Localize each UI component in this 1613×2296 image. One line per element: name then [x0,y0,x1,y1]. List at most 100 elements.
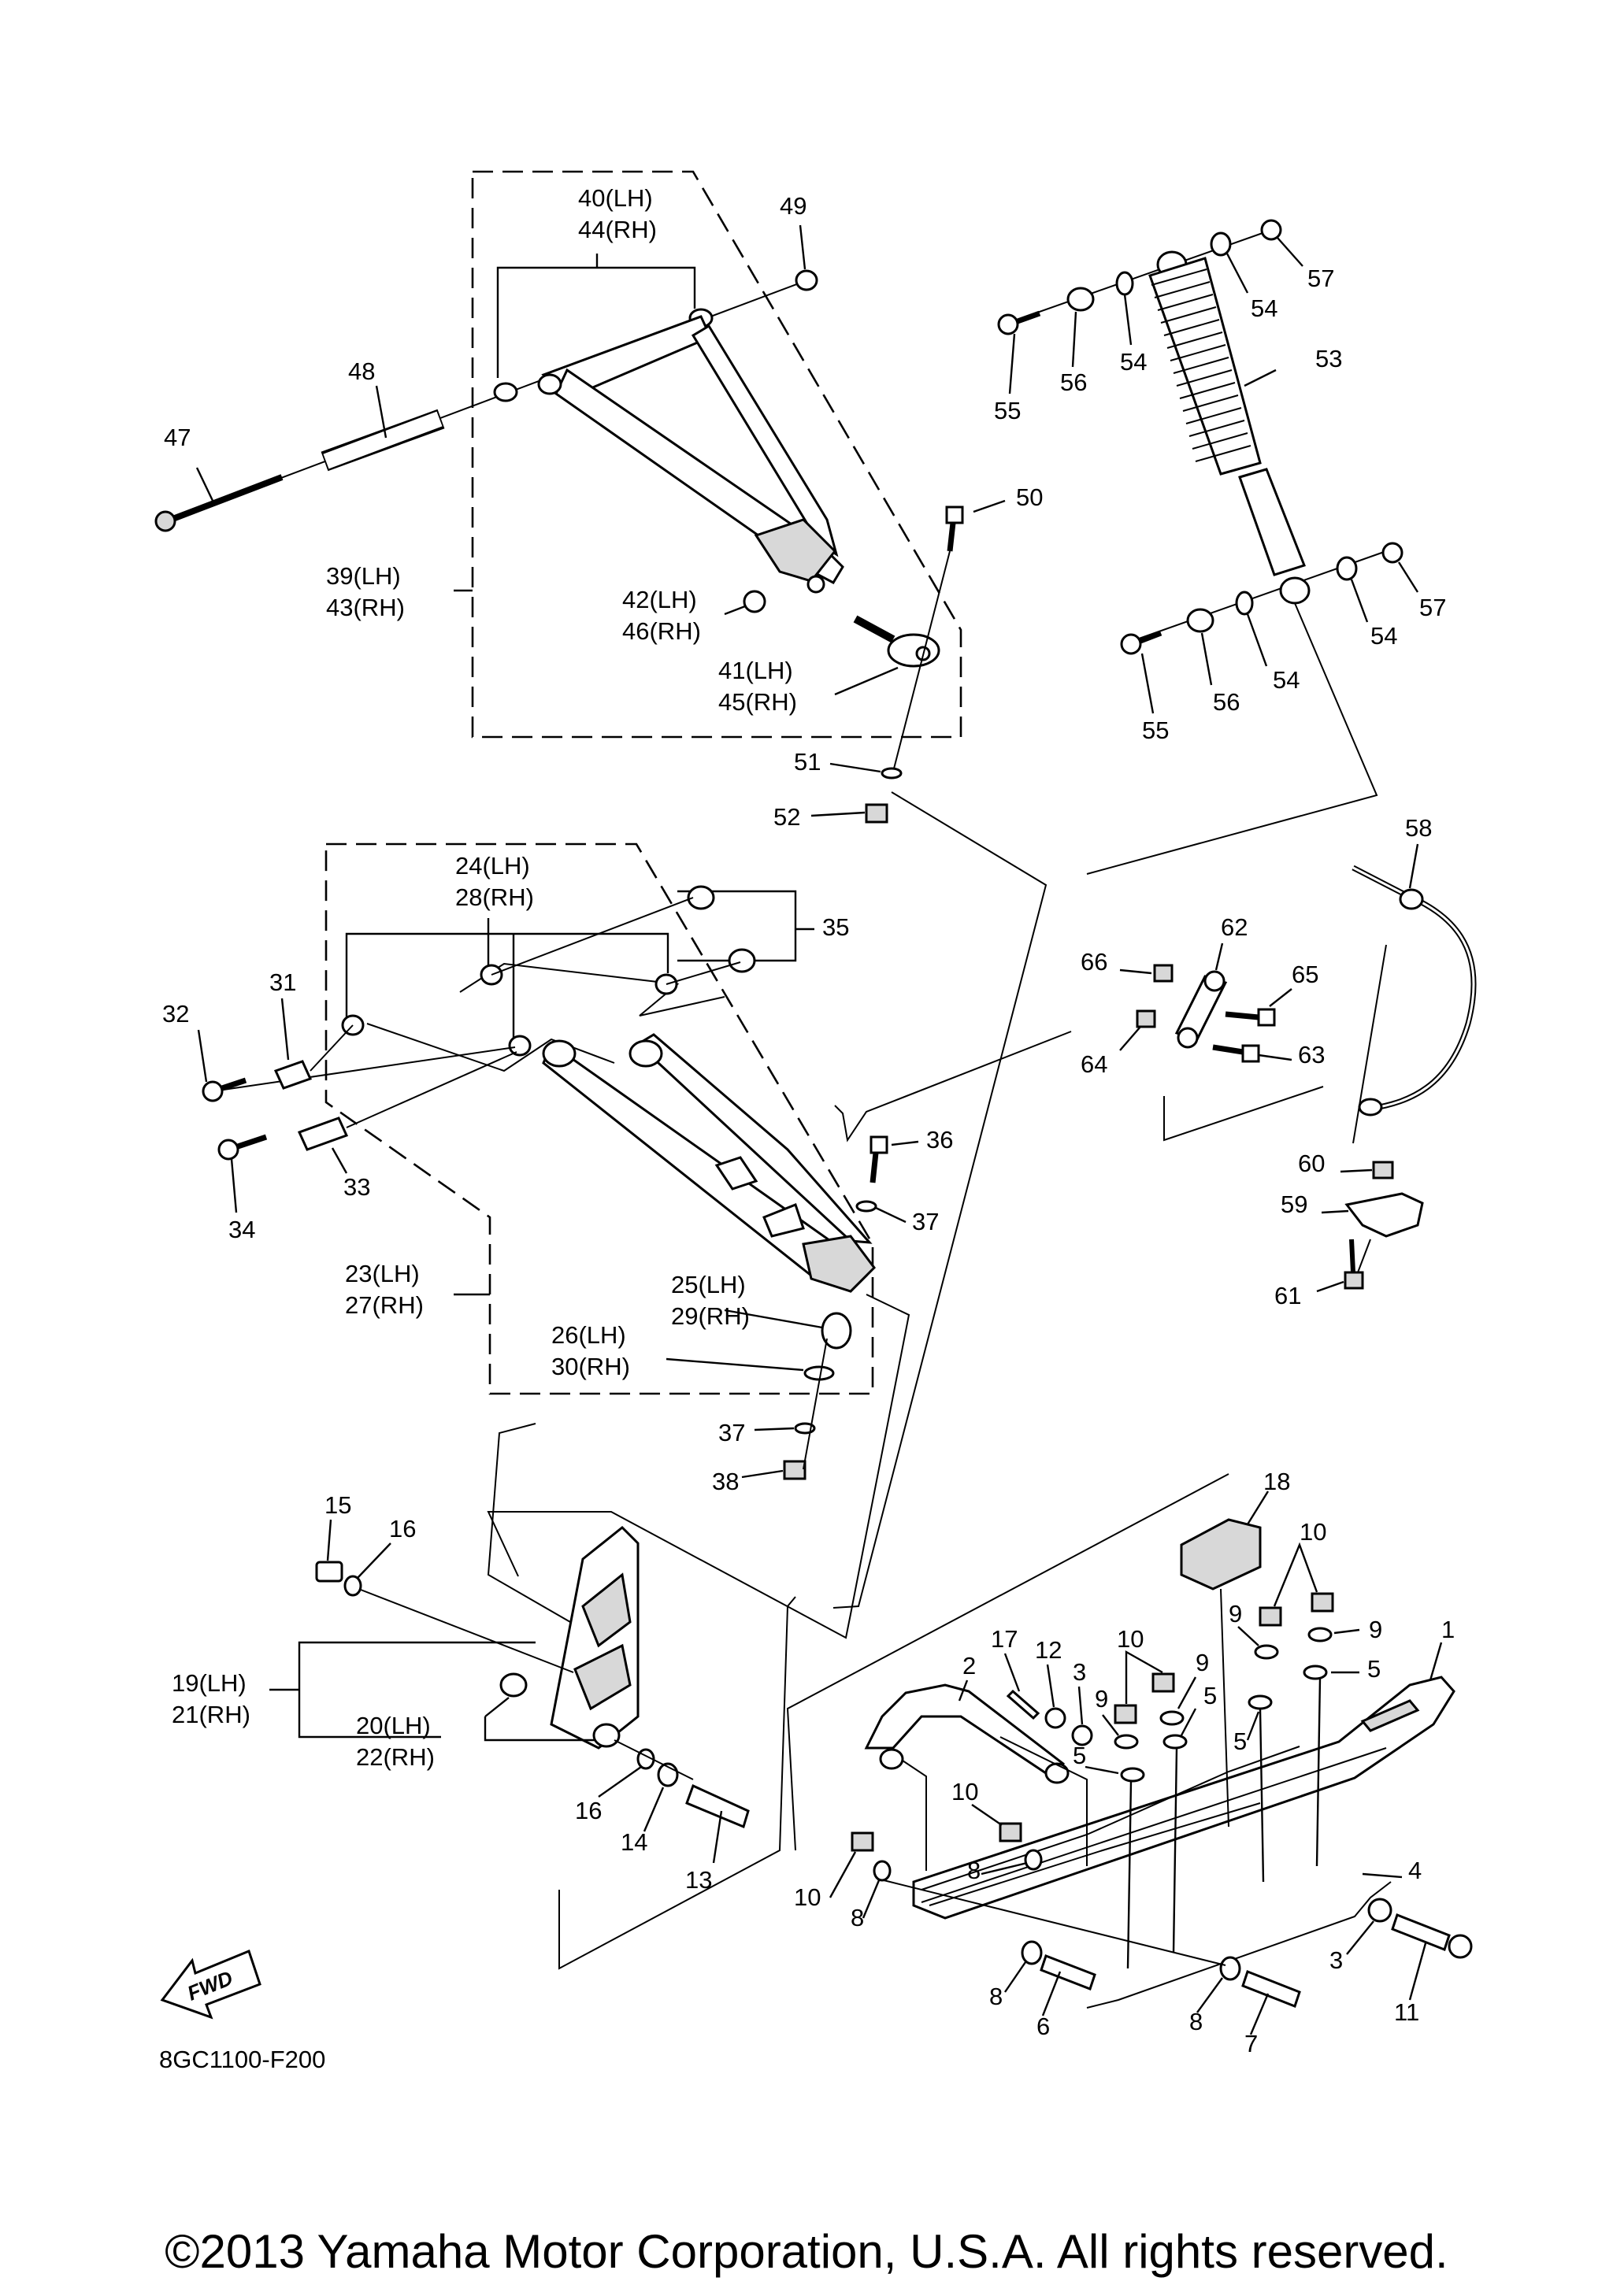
sleeve-48 [321,385,445,472]
part-label: 32 [162,1000,189,1028]
part-label: 54 [1370,622,1397,650]
nut-10-a [1259,1606,1282,1627]
lower-a-arm-group [197,842,919,1480]
part-label: 44(RH) [578,216,657,243]
part-label: 10 [1300,1518,1326,1546]
part-label: 56 [1060,368,1087,396]
part-label: 3 [1073,1658,1086,1686]
part-label: 62 [1221,913,1248,941]
spindle-group [269,1519,750,1864]
part-label: 5 [1233,1728,1247,1755]
washer-51 [881,767,903,780]
part-label: 48 [348,357,375,385]
nut-10-b [1311,1592,1334,1613]
part-label: 59 [1281,1191,1307,1218]
part-label: 57 [1419,594,1446,621]
collar-3-top [1071,1724,1093,1746]
bolt-11 [1391,1913,1451,1951]
collar-56-bottom [1186,608,1214,633]
pin-17 [1006,1689,1040,1720]
ball-joint-25 [821,1312,852,1350]
part-label: 65 [1292,961,1318,988]
bolt-50 [945,499,1006,552]
part-label: 5 [1073,1742,1086,1769]
bushing-20-top [499,1672,528,1698]
part-label: 7 [1244,2030,1258,2057]
part-label: 60 [1298,1150,1325,1177]
part-label: 5 [1367,1655,1381,1683]
part-label: 54 [1251,294,1277,322]
part-label: 9 [1196,1649,1209,1676]
part-label: 43(RH) [326,594,405,621]
part-label: 18 [1263,1468,1290,1495]
part-label: 5 [1203,1682,1217,1709]
part-label: 16 [575,1797,602,1824]
upper-a-arm-39 [537,315,844,594]
part-label: 10 [1117,1625,1144,1653]
part-label: 52 [773,803,800,831]
part-label: 8 [1189,2008,1203,2035]
stabilizer-group [1119,843,1477,1293]
upper-a-arm-group [154,170,1006,824]
part-label: 38 [712,1468,739,1495]
part-label: 9 [1095,1685,1108,1713]
runner-4 [1086,1881,1392,2009]
nut-42 [743,590,766,613]
part-label: 10 [794,1883,821,1911]
part-label: 10 [951,1778,978,1805]
part-label: 41(LH) [718,657,793,684]
part-label: 64 [1081,1050,1107,1078]
bolt-55-top [997,313,1019,335]
nut-38 [783,1460,806,1480]
lower-group-dashed-border [324,842,874,1395]
part-label: 29(RH) [671,1302,750,1330]
washer-37 [855,1200,877,1213]
ski-1 [912,1676,1455,1920]
nut-49 [795,269,818,291]
part-label: 37 [912,1208,939,1235]
bushing-40 [493,382,518,402]
boot-26 [803,1365,835,1381]
part-label: 55 [1142,717,1169,744]
collar-56-top [1066,287,1095,312]
part-label: 30(RH) [551,1353,630,1380]
nut-10-c [1151,1672,1175,1693]
leader-lines [487,791,1387,1970]
bolt-32 [202,1080,224,1102]
part-label: 55 [994,397,1021,424]
part-label: 13 [685,1866,712,1894]
part-labels: 40(LH)44(RH)4948475039(LH)43(RH)42(LH)46… [162,184,1455,2057]
shock-absorber-53 [1148,257,1306,576]
part-label: 9 [1369,1616,1382,1643]
diagram-code: 8GC1100-F200 [159,2046,325,2073]
part-label: 22(RH) [356,1743,435,1771]
part-label: 53 [1315,345,1342,372]
part-label: 66 [1081,948,1107,976]
bushing-15 [315,1561,343,1583]
part-label: 15 [324,1491,351,1519]
nut-52 [865,803,888,824]
part-label: 27(RH) [345,1291,424,1319]
part-label: 25(LH) [671,1271,746,1298]
part-label: 45(RH) [718,688,797,716]
part-label: 54 [1120,348,1147,376]
part-label: 33 [343,1173,370,1201]
part-label: 8 [967,1857,981,1884]
ski-group [829,1491,1473,2035]
part-label: 61 [1274,1282,1301,1309]
part-label: 51 [794,748,821,776]
bolt-34 [217,1139,239,1161]
nut-64 [1136,1009,1156,1028]
part-label: 11 [1394,1998,1419,2026]
sleeve-33 [297,1117,349,1151]
part-label: 63 [1298,1041,1325,1068]
part-label: 23(LH) [345,1260,420,1287]
sleeve-31 [273,1060,313,1090]
part-label: 47 [164,424,191,451]
part-label: 2 [962,1652,976,1679]
bracket-59 [1344,1192,1424,1238]
pin-13 [685,1783,750,1829]
part-label: 19(LH) [172,1669,247,1697]
part-label: 9 [1229,1600,1242,1628]
